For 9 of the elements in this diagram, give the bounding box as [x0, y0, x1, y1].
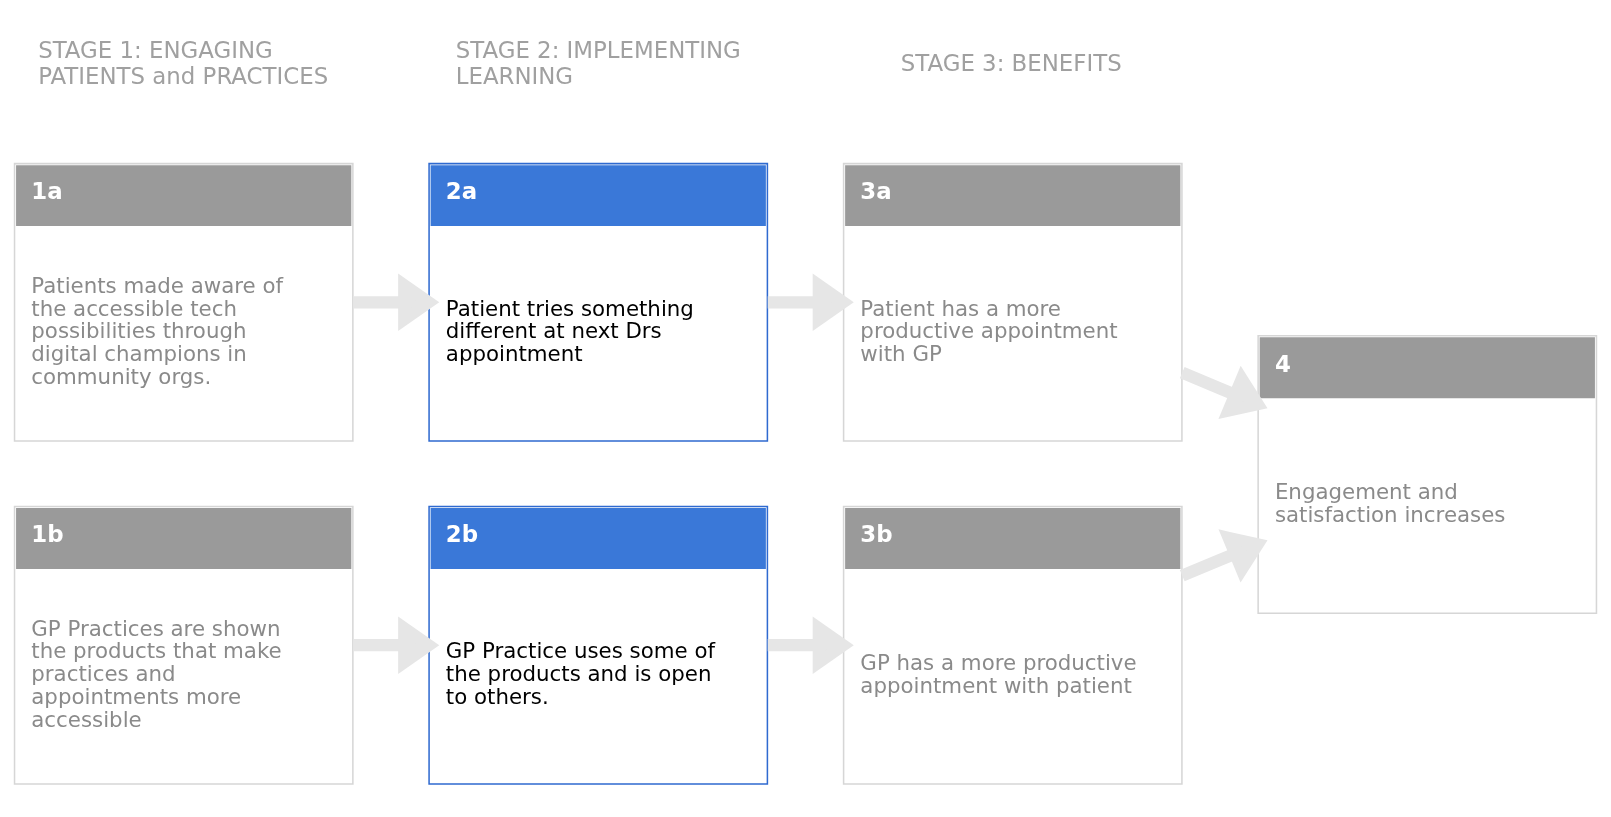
arrow [1179, 528, 1268, 582]
arrow [353, 615, 440, 674]
arrow [1179, 365, 1268, 419]
label: STAGE 2: IMPLEMENTING LEARNING [455, 36, 741, 89]
arrow [767, 273, 854, 331]
arrow [767, 615, 854, 674]
label: STAGE 3: BENEFITS [900, 49, 1122, 76]
arrow [353, 273, 440, 331]
label: STAGE 1: ENGAGING PATIENTS and PRACTICES [38, 36, 329, 89]
